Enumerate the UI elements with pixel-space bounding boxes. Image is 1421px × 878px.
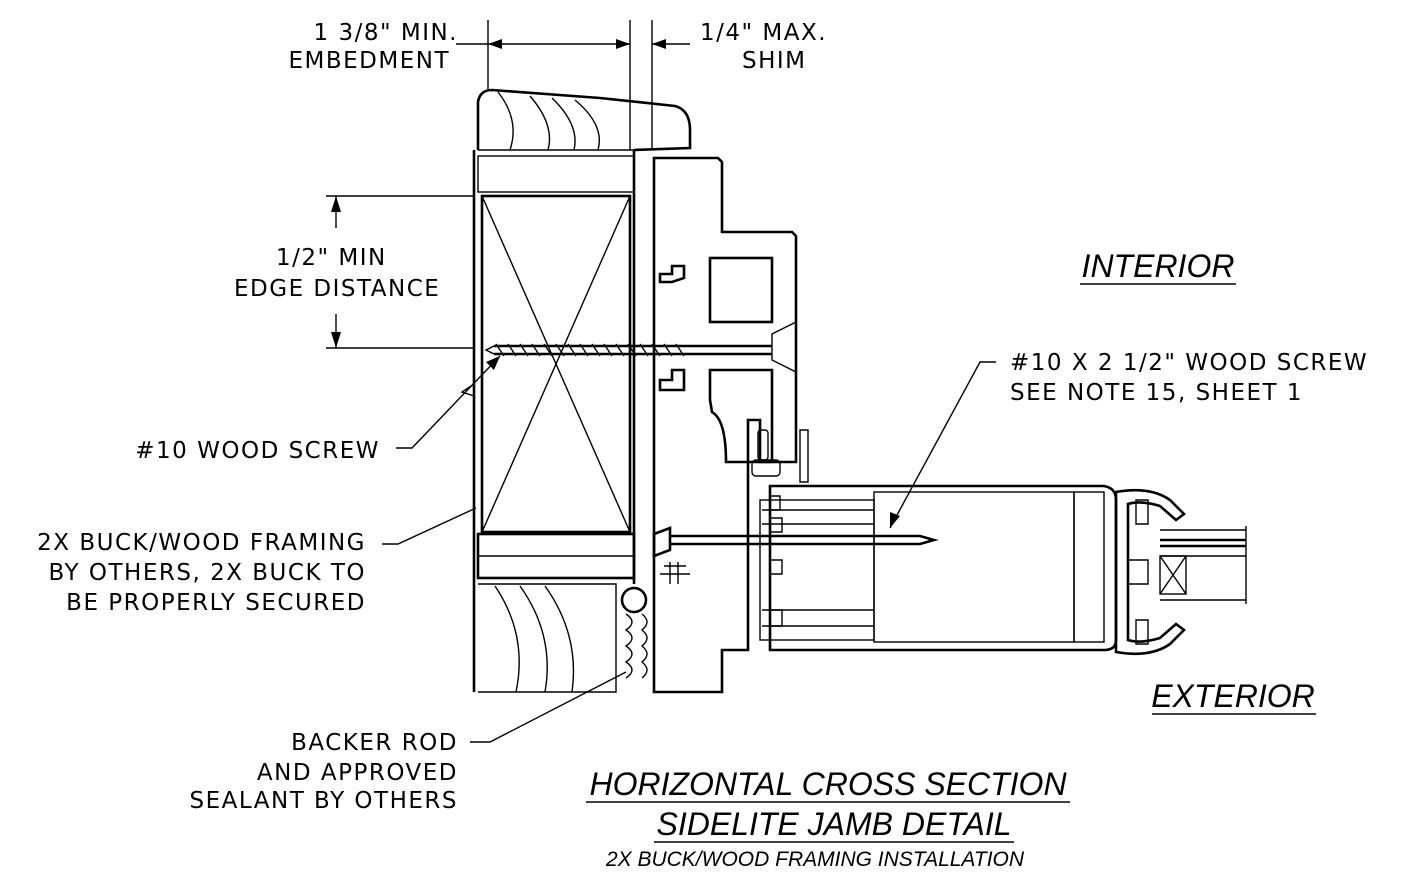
buck-label-2: BY OTHERS, 2X BUCK TO (49, 560, 366, 586)
wood-screw-10 (484, 343, 772, 357)
frame-chamber-upper (708, 256, 774, 324)
edge-distance-label-2: EDGE DISTANCE (234, 276, 440, 302)
backer-label-2: AND APPROVED (257, 760, 458, 786)
embedment-label-2: EMBEDMENT (288, 48, 450, 74)
sidelite-screw-label-1: #10 X 2 1/2" WOOD SCREW (1010, 350, 1368, 376)
shim-label-2: SHIM (742, 48, 807, 74)
wall-assembly (460, 20, 692, 693)
embedment-label-1: 1 3/8" MIN. (314, 20, 459, 46)
buck-label-1: 2X BUCK/WOOD FRAMING (37, 530, 366, 556)
backer-label-3: SEALANT BY OTHERS (190, 788, 458, 814)
backer-label-1: BACKER ROD (291, 730, 458, 756)
buck-block (480, 194, 632, 534)
interior-label: INTERIOR (1082, 248, 1235, 284)
leader-lines (382, 355, 996, 743)
backer-rod-sealant (620, 586, 648, 679)
frame-chamber-lower (708, 368, 774, 464)
exterior-label: EXTERIOR (1151, 678, 1315, 714)
edge-distance-dimension (326, 195, 474, 349)
edge-distance-label-1: 1/2" MIN (276, 245, 387, 271)
wood-screw-label: #10 WOOD SCREW (135, 438, 380, 464)
drawing-title-line-1: HORIZONTAL CROSS SECTION (589, 766, 1067, 802)
sidelite-frame (759, 484, 1247, 656)
glazing-stop (1114, 488, 1186, 656)
drawing-title-line-2: SIDELITE JAMB DETAIL (656, 806, 1011, 842)
backer-rod (620, 586, 648, 614)
shim-dimension (616, 39, 690, 49)
sidelite-glass (1159, 526, 1247, 604)
annotation-text: 1 3/8" MIN. EMBEDMENT 1/4" MAX. SHIM 1/2… (37, 20, 1368, 871)
sidelite-screw (652, 526, 939, 584)
sidelite-wood-core (873, 491, 1075, 643)
sidelite-screw-label-2: SEE NOTE 15, SHEET 1 (1010, 380, 1303, 406)
top-foam-strip (477, 155, 635, 193)
bottom-wood-member (478, 583, 617, 693)
top-wood-member (476, 88, 692, 152)
shim-label-1: 1/4" MAX. (700, 20, 827, 46)
frame-body (652, 156, 798, 694)
drawing-title-line-3: 2X BUCK/WOOD FRAMING INSTALLATION (605, 848, 1025, 871)
embedment-dimension (456, 39, 630, 49)
buck-label-3: BE PROPERLY SECURED (66, 590, 366, 616)
door-frame-profile (652, 156, 809, 694)
